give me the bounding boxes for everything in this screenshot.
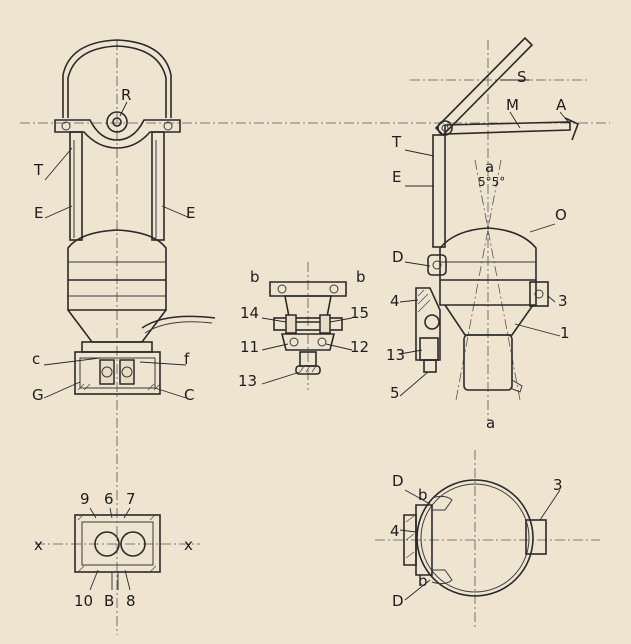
label-b-right: b [356,268,366,286]
label-b-left: b [250,268,260,286]
label-4-side: 4 [390,292,400,310]
label-a-top: a [485,158,494,176]
label-angle: 5°5° [478,175,505,189]
label-R: R [121,86,131,104]
label-11: 11 [240,338,259,356]
label-E-front-left: E [34,204,43,222]
label-M: M [506,96,519,114]
label-x-left: x [34,536,43,554]
label-12: 12 [350,338,369,356]
label-E-side: E [392,168,401,186]
label-13-side: 13 [386,346,405,364]
label-8: 8 [126,592,136,610]
label-x-right: x [184,536,193,554]
leader-lines [43,79,571,601]
label-S: S [517,68,527,86]
label-3-plan: 3 [553,476,563,494]
label-D-plan-bottom: D [392,592,404,610]
label-4-plan: 4 [390,522,400,540]
label-E-front-right: E [186,204,195,222]
label-9: 9 [80,490,90,508]
label-D-side: D [392,248,404,266]
label-C: C [184,386,194,404]
label-b-plan-top: b [418,486,428,504]
label-6: 6 [104,490,114,508]
label-5: 5 [390,384,400,402]
label-D-plan-top: D [392,472,404,490]
front-view [54,39,216,395]
label-B: B [104,592,114,610]
label-1: 1 [560,324,570,342]
label-13-detail: 13 [238,372,257,390]
plan-view-left [74,513,161,590]
plan-view-right [403,479,547,597]
side-view [415,36,580,401]
label-10: 10 [74,592,93,610]
label-c: c [32,350,40,368]
label-3-side: 3 [558,292,568,310]
label-14: 14 [240,304,259,322]
label-T-front: T [33,161,44,179]
label-G: G [32,386,44,404]
label-f: f [184,350,190,368]
center-lines [20,40,610,635]
label-7: 7 [126,490,136,508]
label-b-plan-bottom: b [418,572,428,590]
label-A: A [556,96,567,114]
label-T-side: T [391,133,402,151]
label-15: 15 [350,304,369,322]
labels: R T E E c f G C S M A T a 5°5° E O D 4 3… [32,68,570,610]
label-O: O [555,206,567,224]
label-a-bottom: a [486,414,495,432]
